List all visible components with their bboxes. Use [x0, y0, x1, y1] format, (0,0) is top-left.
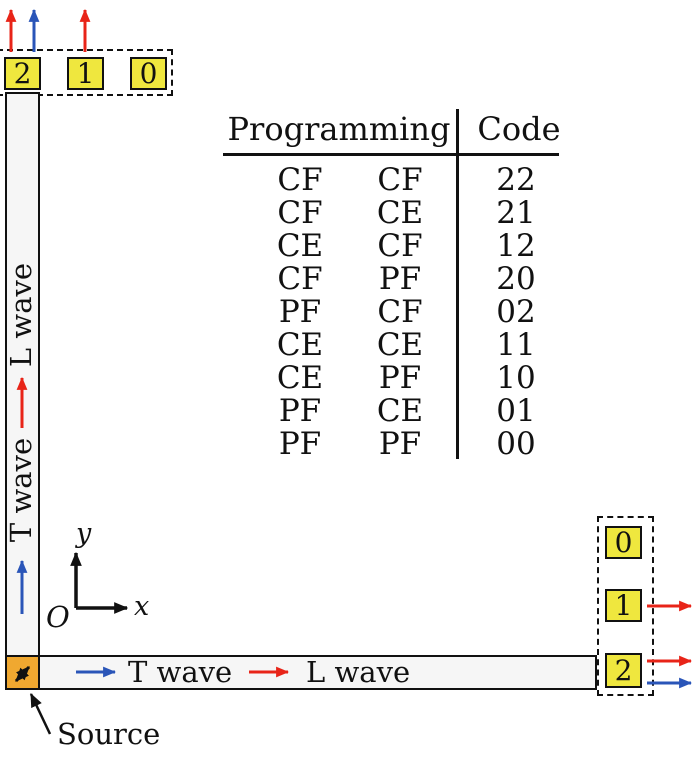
right-port-1: 1 [605, 589, 642, 622]
top-port-2: 2 [4, 57, 41, 90]
right-port-1-label: 1 [614, 588, 633, 622]
programming-value-2: CE [376, 393, 424, 429]
table-row: PF CF 02 [223, 296, 559, 329]
programming-value-2: CF [377, 294, 423, 330]
vertical-t-wave-label: T wave [4, 437, 38, 543]
code-value: 22 [496, 162, 536, 198]
table-row: PF CE 01 [223, 395, 559, 428]
programming-value-1: CF [277, 162, 323, 198]
table-column-divider [456, 109, 459, 459]
source-box [5, 655, 40, 690]
programming-value-1: PF [278, 426, 322, 462]
x-axis-label: x [134, 591, 150, 622]
top-ports-dashed-outline [0, 49, 173, 96]
top-port-2-label: 2 [13, 56, 32, 90]
code-value: 21 [496, 195, 536, 231]
programming-value-1: CE [276, 327, 324, 363]
programming-value-2: PF [378, 261, 422, 297]
programming-value-2: PF [378, 360, 422, 396]
source-pointer-line [29, 692, 52, 735]
top-port-0: 0 [130, 57, 167, 90]
table-row: CF PF 20 [223, 263, 559, 296]
horizontal-waveguide-bar [37, 655, 597, 690]
horizontal-l-wave-label: L wave [306, 655, 411, 689]
table-row: PF PF 00 [223, 428, 559, 461]
code-value: 12 [496, 228, 536, 264]
table-row: CE CF 12 [223, 230, 559, 263]
right-port-2: 2 [605, 653, 642, 688]
programming-value-2: CE [376, 195, 424, 231]
programming-value-1: PF [278, 294, 322, 330]
table-row: CF CE 21 [223, 197, 559, 230]
table-header-rule [223, 153, 559, 156]
y-axis-label: y [76, 518, 92, 549]
code-value: 11 [496, 327, 536, 363]
programming-value-1: CF [277, 195, 323, 231]
programming-value-1: CF [277, 261, 323, 297]
programming-value-1: PF [278, 393, 322, 429]
code-value: 01 [496, 393, 536, 429]
programming-value-2: CF [377, 228, 423, 264]
table-row: CE CE 11 [223, 329, 559, 362]
programming-value-1: CE [276, 360, 324, 396]
code-header: Code [477, 110, 561, 148]
table-row: CF CF 22 [223, 164, 559, 197]
table-row: CE PF 10 [223, 362, 559, 395]
top-port-1: 1 [67, 57, 104, 90]
code-value: 20 [496, 261, 536, 297]
code-value: 10 [496, 360, 536, 396]
code-value: 00 [496, 426, 536, 462]
origin-label: O [46, 600, 70, 634]
source-label: Source [57, 717, 161, 751]
programming-code-table: Programming Code CF CF 22 CF CE 21 CE CF… [223, 106, 561, 461]
programming-value-1: CE [276, 228, 324, 264]
right-port-0-label: 0 [614, 525, 633, 559]
right-port-0: 0 [605, 526, 642, 559]
right-port-2-label: 2 [614, 653, 633, 687]
programming-header: Programming [227, 110, 451, 148]
programming-value-2: CE [376, 327, 424, 363]
top-port-1-label: 1 [76, 56, 95, 90]
table-rows: CF CF 22 CF CE 21 CE CF 12 CF PF 20 PF C [223, 156, 559, 461]
top-port-0-label: 0 [139, 56, 158, 90]
programming-value-2: CF [377, 162, 423, 198]
vertical-l-wave-label: L wave [4, 262, 38, 368]
code-value: 02 [496, 294, 536, 330]
horizontal-t-wave-label: T wave [128, 655, 233, 689]
table-header: Programming Code [223, 106, 561, 153]
programming-value-2: PF [378, 426, 422, 462]
